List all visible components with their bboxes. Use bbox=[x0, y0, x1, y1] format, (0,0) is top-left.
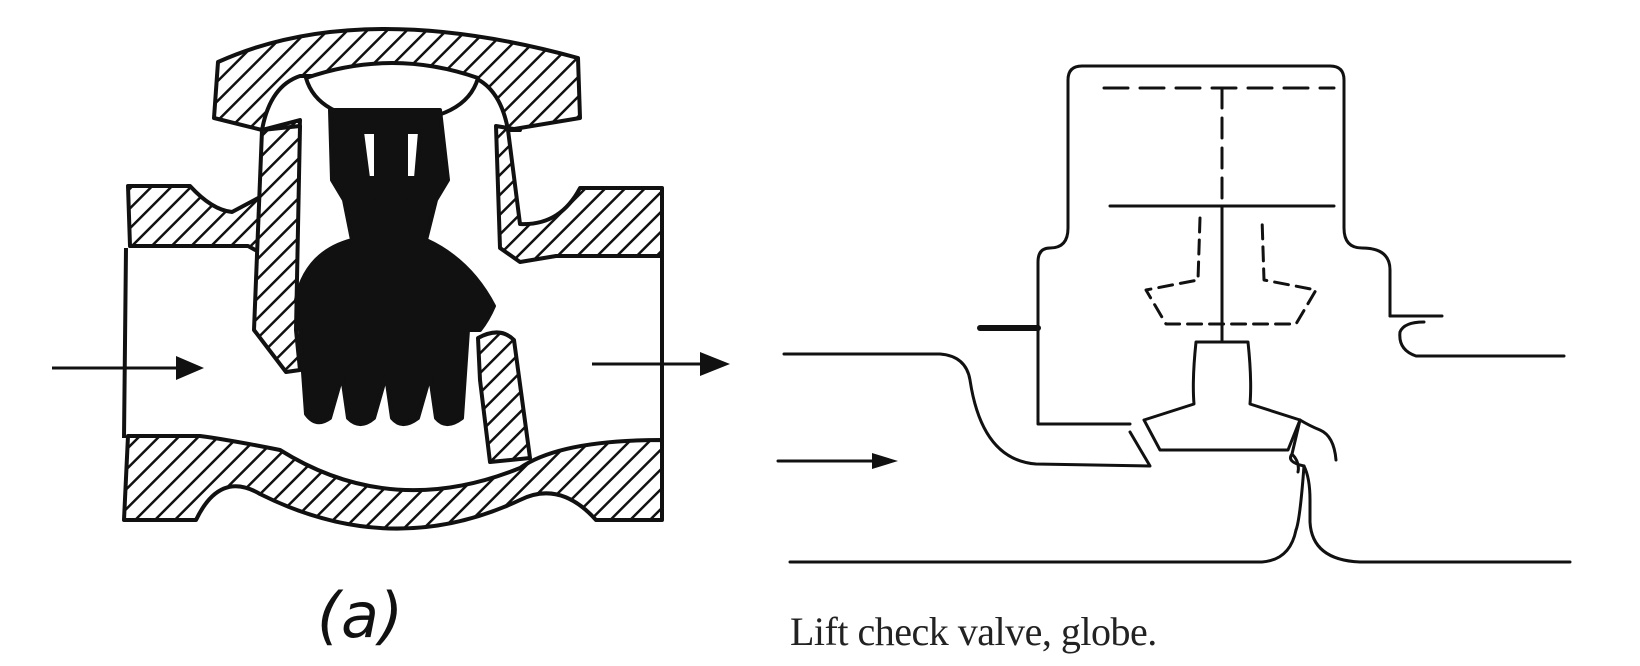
bottom-pipe bbox=[788, 528, 1298, 564]
disc-raised-dashed bbox=[1144, 216, 1318, 326]
seat-lip-upper bbox=[1298, 418, 1338, 462]
disc-plug bbox=[294, 108, 496, 426]
left-guide bbox=[252, 124, 302, 374]
figure-a-label: (a) bbox=[316, 579, 404, 652]
disc-stem-core bbox=[374, 110, 408, 200]
outlet-arrow bbox=[592, 352, 730, 376]
flow-arrow-b bbox=[776, 453, 898, 469]
right-flange bbox=[1388, 314, 1566, 358]
cutaway-valve-a bbox=[52, 27, 730, 531]
globe-valve-b bbox=[776, 64, 1572, 564]
outlet-body bbox=[1294, 464, 1306, 532]
inlet-pipe-top bbox=[782, 352, 1152, 468]
figure-b-caption: Lift check valve, globe. bbox=[790, 609, 1157, 654]
bonnet-outline bbox=[1036, 64, 1392, 426]
seat-lip bbox=[1289, 418, 1572, 564]
disc-seated bbox=[1142, 340, 1302, 452]
body-wall-bottom bbox=[122, 434, 664, 531]
body-wall-right-upper bbox=[494, 124, 664, 264]
inlet-arrow bbox=[52, 356, 204, 380]
seat-wall bbox=[476, 330, 532, 464]
body-inner-outline bbox=[122, 247, 664, 440]
